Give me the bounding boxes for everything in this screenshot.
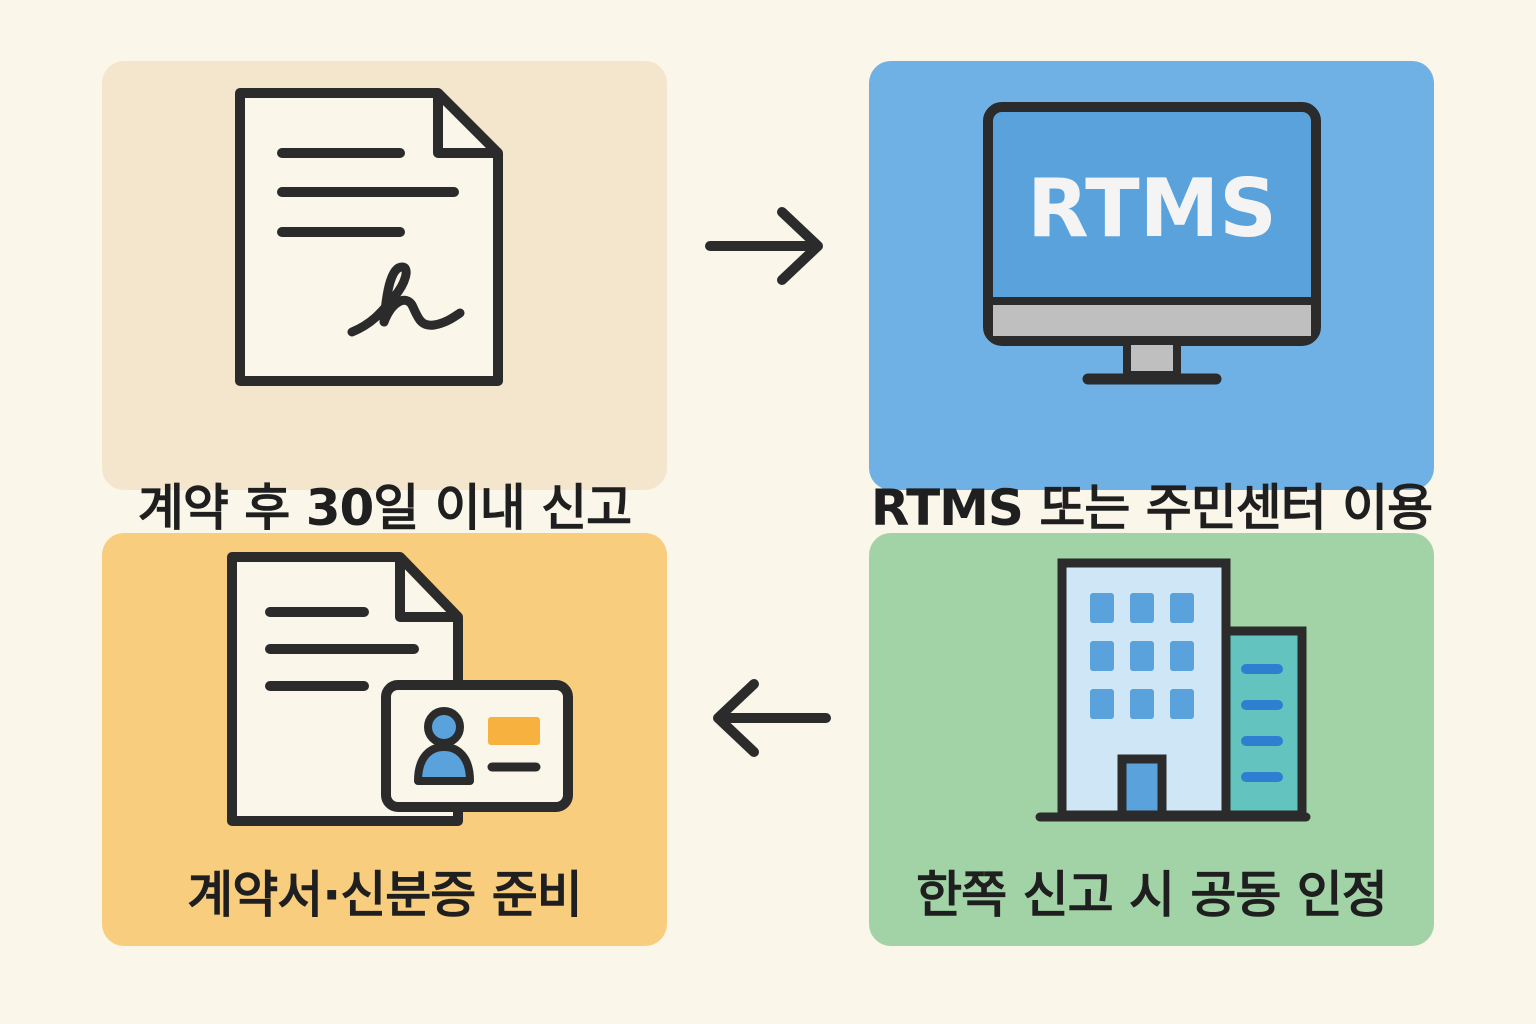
rtms-screen-text: RTMS	[1027, 162, 1277, 255]
document-and-id-card-icon	[227, 552, 573, 826]
office-building-icon	[1035, 558, 1311, 822]
step-card-contract-report: 계약 후 30일 이내 신고	[102, 61, 667, 537]
step-card-rtms: RTMS RTMS 또는 주민센터 이용	[869, 61, 1434, 537]
step-card-joint-recognition: 한쪽 신고 시 공동 인정	[869, 533, 1434, 946]
step-label: 한쪽 신고 시 공동 인정	[916, 866, 1388, 924]
arrow-left-icon	[713, 679, 831, 757]
step-card-prepare-documents: 계약서·신분증 준비	[102, 533, 667, 946]
step-label: 계약 후 30일 이내 신고	[137, 479, 632, 537]
signed-contract-icon	[235, 88, 503, 386]
step-label: 계약서·신분증 준비	[187, 866, 582, 924]
computer-monitor-icon: RTMS	[983, 102, 1321, 385]
arrow-right-icon	[705, 207, 823, 285]
step-label: RTMS 또는 주민센터 이용	[870, 479, 1433, 537]
